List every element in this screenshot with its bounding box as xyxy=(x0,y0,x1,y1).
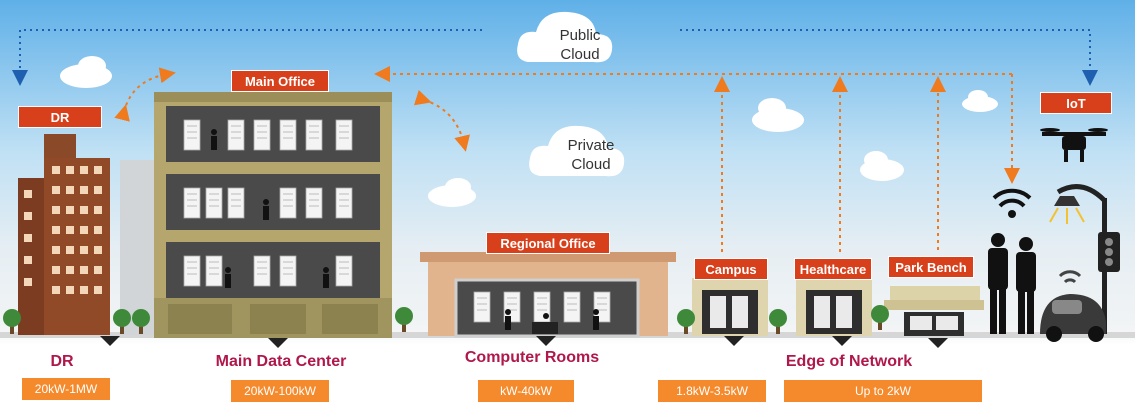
iot-tag: IoT xyxy=(1040,92,1112,114)
main-office-building xyxy=(154,92,392,348)
computer-rooms-range: kW-40kW xyxy=(478,380,574,402)
private-cloud-line-2: Cloud xyxy=(571,156,611,173)
campus-range: 1.8kW-3.5kW xyxy=(658,380,766,402)
private-cloud-line-1: Private xyxy=(567,137,615,154)
computer-rooms-label: Computer Rooms xyxy=(464,349,600,366)
edge-of-network-label: Edge of Network xyxy=(785,353,913,370)
dr-tag: DR xyxy=(18,106,102,128)
park-bench-tag: Park Bench xyxy=(888,256,974,278)
campus-tag: Campus xyxy=(694,258,768,280)
public-cloud-line-1: Public xyxy=(559,27,601,44)
public-cloud-links xyxy=(12,29,1098,86)
iot-devices xyxy=(988,128,1120,342)
main-data-center-range: 20kW-100kW xyxy=(231,380,329,402)
background-building xyxy=(120,160,156,335)
public-cloud-line-2: Cloud xyxy=(560,46,600,63)
regional-office-tag: Regional Office xyxy=(486,232,610,254)
dr-category-label: DR xyxy=(50,353,74,370)
main-data-center-label: Main Data Center xyxy=(215,353,347,370)
healthcare-tag: Healthcare xyxy=(794,258,872,280)
edge-sites xyxy=(692,278,984,348)
dr-range: 20kW-1MW xyxy=(22,378,110,400)
public-cloud-label: Public Cloud xyxy=(548,26,612,64)
edge-of-network-range: Up to 2kW xyxy=(784,380,982,402)
cloud-shapes xyxy=(60,11,998,207)
main-office-tag: Main Office xyxy=(231,70,329,92)
private-cloud-label: Private Cloud xyxy=(558,136,624,174)
regional-office-building xyxy=(420,252,676,346)
dr-building xyxy=(18,134,120,346)
private-network-links xyxy=(114,66,1020,252)
